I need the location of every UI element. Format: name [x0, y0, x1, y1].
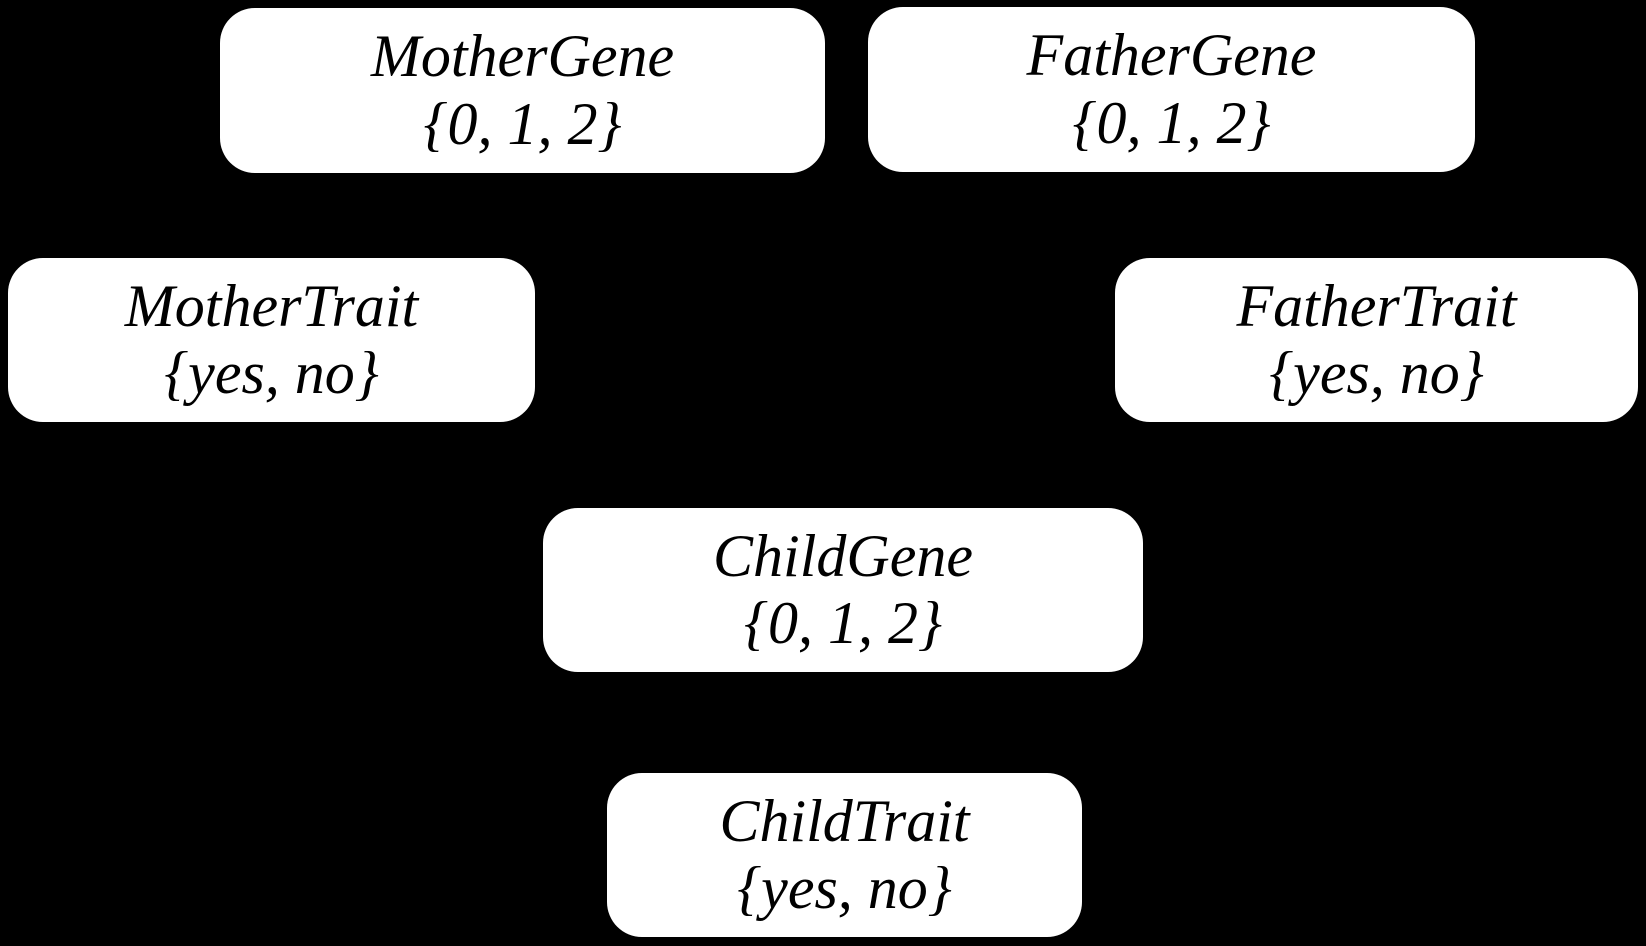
- node-child-gene-label: ChildGene: [713, 522, 973, 589]
- node-child-trait-label: ChildTrait: [719, 787, 970, 854]
- node-child-gene: ChildGene {0, 1, 2}: [543, 508, 1143, 672]
- node-father-gene-label: FatherGene: [1026, 22, 1317, 89]
- node-mother-trait-label: MotherTrait: [124, 272, 419, 339]
- node-father-trait-values: {yes, no}: [1269, 340, 1484, 406]
- node-mother-gene-label: MotherGene: [370, 23, 675, 90]
- node-child-trait: ChildTrait {yes, no}: [607, 773, 1082, 937]
- node-father-gene-values: {0, 1, 2}: [1072, 89, 1271, 156]
- node-father-gene: FatherGene {0, 1, 2}: [868, 7, 1475, 172]
- node-child-trait-values: {yes, no}: [737, 855, 952, 921]
- node-mother-gene: MotherGene {0, 1, 2}: [220, 8, 825, 173]
- node-mother-trait-values: {yes, no}: [164, 340, 379, 406]
- node-mother-trait: MotherTrait {yes, no}: [8, 258, 535, 422]
- node-mother-gene-values: {0, 1, 2}: [423, 90, 622, 157]
- node-father-trait-label: FatherTrait: [1236, 272, 1517, 339]
- node-father-trait: FatherTrait {yes, no}: [1115, 258, 1638, 422]
- node-child-gene-values: {0, 1, 2}: [744, 590, 942, 656]
